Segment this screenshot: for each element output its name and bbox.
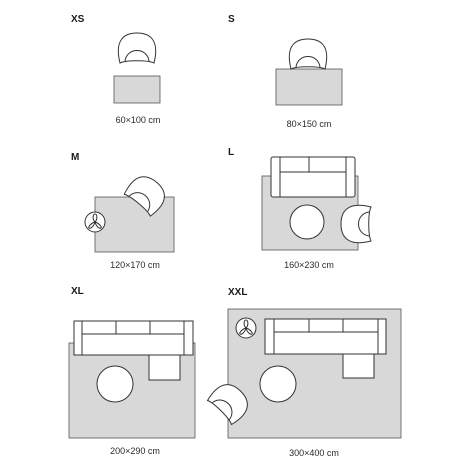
size-label-l: L <box>228 147 235 158</box>
armchair-icon <box>340 204 372 244</box>
size-label-m: M <box>71 152 80 163</box>
fan-icon <box>84 211 106 233</box>
coffee-table-icon <box>289 204 325 240</box>
panel-xxl <box>205 308 402 439</box>
panel-s <box>275 38 343 106</box>
size-label-xxl: XXL <box>228 287 248 298</box>
dims-label-l: 160×230 cm <box>284 260 334 270</box>
armchair-icon <box>117 32 157 64</box>
coffee-table-icon <box>259 365 297 403</box>
rug-s <box>275 68 343 106</box>
panel-xs <box>113 32 161 104</box>
dims-label-m: 120×170 cm <box>110 260 160 270</box>
panel-xl <box>68 320 196 439</box>
panel-l <box>261 156 372 251</box>
size-label-xs: XS <box>71 14 85 25</box>
coffee-table-icon <box>96 365 134 403</box>
fan-icon <box>235 317 257 339</box>
size-label-xl: XL <box>71 286 84 297</box>
sectional-sofa-icon <box>73 320 194 381</box>
rug-m <box>94 196 175 253</box>
size-label-s: S <box>228 14 235 25</box>
dims-label-s: 80×150 cm <box>286 119 332 129</box>
dims-label-xl: 200×290 cm <box>110 446 160 456</box>
rug-xs <box>113 75 161 104</box>
dims-label-xs: 60×100 cm <box>115 115 161 125</box>
sectional-sofa-icon <box>264 318 387 379</box>
dims-label-xxl: 300×400 cm <box>289 448 339 458</box>
sofa-icon <box>270 156 356 198</box>
armchair-icon <box>288 38 328 70</box>
panel-m <box>84 169 175 253</box>
